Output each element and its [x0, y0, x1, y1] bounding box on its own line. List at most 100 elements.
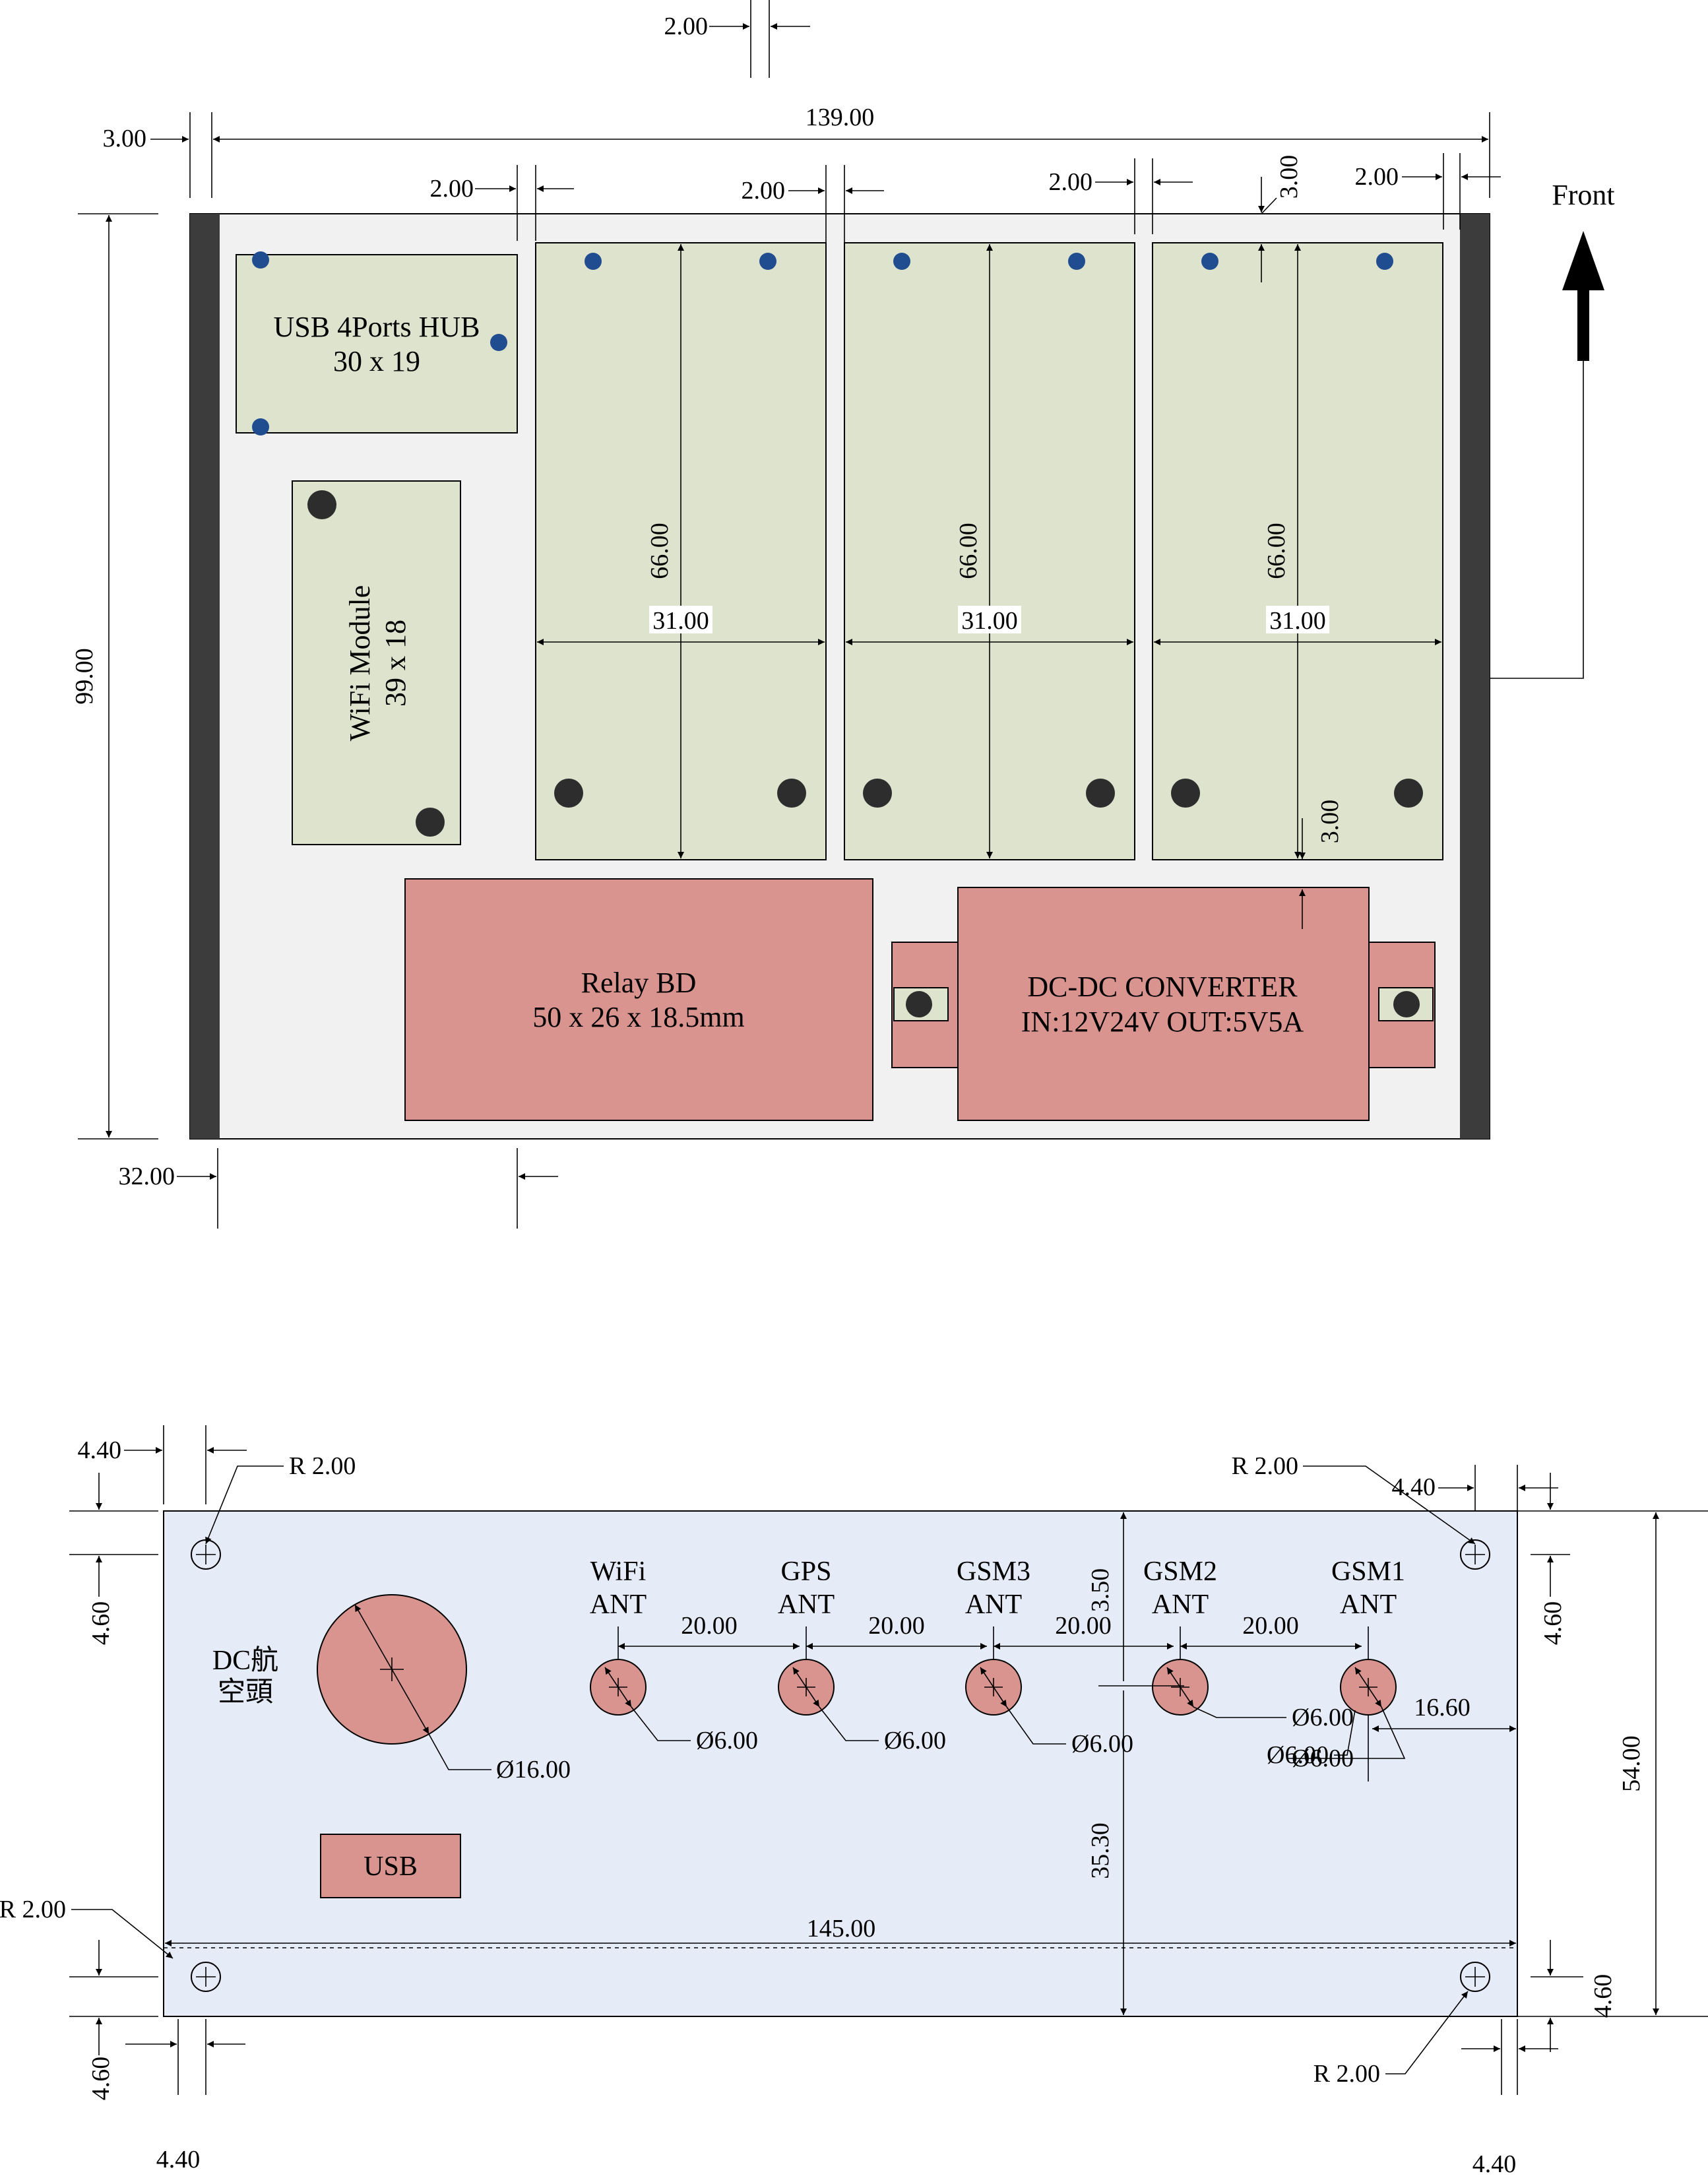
- right-rail: [1460, 214, 1490, 1139]
- antenna-label-line2: ANT: [965, 1590, 1022, 1620]
- dim-gap1: 2.00: [430, 175, 474, 203]
- dim-panel-height: 54.00: [1618, 1735, 1645, 1792]
- antenna-diameter: Ø6.00: [1292, 1745, 1354, 1772]
- gap-dims: 2.00 2.00 2.00 2.00: [430, 153, 1501, 693]
- antenna-diameter: Ø6.00: [696, 1727, 758, 1754]
- antenna-label-line1: WiFi: [590, 1557, 647, 1587]
- dim-hole-x-tr: 4.40: [1392, 1473, 1436, 1501]
- slot-hole-top: [1068, 253, 1085, 270]
- slot-hole-top: [759, 253, 776, 270]
- dim-hole-y-bl: 4.60: [87, 2057, 115, 2101]
- dcdc-label-line2: IN:12V24V OUT:5V5A: [1021, 1006, 1304, 1038]
- slot-width-dim: 31.00: [961, 607, 1018, 635]
- usb-hub-label-line2: 30 x 19: [333, 345, 420, 377]
- wifi-module-hole: [416, 808, 445, 837]
- mounting-hole: [191, 1962, 221, 1992]
- dim-radius-br: R 2.00: [1313, 2060, 1380, 2088]
- usb-hub-module: [236, 254, 518, 434]
- dim-bottom-offset: 3.00: [1316, 800, 1344, 844]
- usb-hub-hole: [490, 334, 507, 351]
- dim-hole-x-tl: 4.40: [78, 1436, 122, 1464]
- antenna-label-line1: GSM1: [1331, 1557, 1405, 1587]
- dim-hole-y-br: 4.60: [1589, 1974, 1617, 2018]
- antenna-label-line1: GSM2: [1143, 1557, 1217, 1587]
- usb-port-cutout: [320, 1834, 461, 1898]
- module-slots: 66.00 31.00 66.00 31.00 66.00 31.00: [535, 242, 1443, 860]
- dim-radius-tr: R 2.00: [1232, 1452, 1298, 1480]
- dcdc-hole: [906, 991, 932, 1017]
- slot-height-dim: 66.00: [1263, 523, 1290, 579]
- slot-hole-bottom: [863, 779, 892, 808]
- mounting-hole: [1460, 1962, 1490, 1992]
- dim-overall-width: 139.00: [806, 104, 875, 131]
- antenna-diameter: Ø6.00: [1292, 1704, 1354, 1731]
- dim-lower-offset: 35.30: [1087, 1822, 1114, 1879]
- slot-hole-top: [893, 253, 910, 270]
- dim-relay-offset: 32.00: [119, 1163, 175, 1190]
- dim-gap4: 2.00: [1355, 163, 1399, 191]
- antenna-label-line2: ANT: [590, 1590, 647, 1620]
- dc-connector-diameter: Ø16.00: [496, 1756, 571, 1783]
- slot-hole-top: [585, 253, 602, 270]
- slot-height-dim: 66.00: [955, 523, 982, 579]
- antenna-diameter: Ø6.00: [1071, 1730, 1133, 1758]
- dim-panel-width: 145.00: [807, 1915, 876, 1943]
- wifi-module-hole: [307, 490, 336, 519]
- antenna-label-line2: ANT: [778, 1590, 835, 1620]
- spacing-2: 20.00: [868, 1612, 925, 1640]
- front-indicator: Front: [1490, 179, 1615, 679]
- wifi-module-label-line2: 39 x 18: [379, 620, 412, 707]
- left-rail: [190, 214, 220, 1139]
- relay-label-line2: 50 x 26 x 18.5mm: [532, 1001, 744, 1033]
- module-slot-1: 66.00 31.00: [535, 242, 827, 860]
- spacing-3: 20.00: [1055, 1612, 1112, 1640]
- dim-gap2: 2.00: [742, 177, 786, 205]
- dcdc-label-line1: DC-DC CONVERTER: [1027, 971, 1298, 1003]
- slot-width-dim: 31.00: [1269, 607, 1326, 635]
- dcdc-hole: [1393, 991, 1420, 1017]
- antenna-label-line2: ANT: [1152, 1590, 1209, 1620]
- slot-width-dim: 31.00: [652, 607, 709, 635]
- antenna-label-line2: ANT: [1340, 1590, 1397, 1620]
- module-slot-3: 66.00 31.00: [1152, 242, 1443, 860]
- wifi-module: [292, 480, 461, 845]
- gsm1-extra-diameter: Ø6.00: [1267, 1741, 1329, 1769]
- slot-height-dim: 66.00: [646, 523, 674, 579]
- dim-top-offset: 3.00: [1275, 155, 1303, 199]
- relay-board: [404, 878, 873, 1121]
- slot-hole-top: [1376, 253, 1393, 270]
- dc-connector-label-line1: DC航: [212, 1645, 278, 1676]
- usb-hub-hole: [252, 418, 269, 435]
- wifi-module-label-line1: WiFi Module: [344, 585, 376, 742]
- dim-hole-x-bl: 4.40: [156, 2146, 201, 2173]
- relay-label-line1: Relay BD: [581, 967, 697, 999]
- antenna-label-line1: GSM3: [957, 1557, 1030, 1587]
- antenna-label-line1: GPS: [780, 1557, 831, 1587]
- spacing-1: 20.00: [681, 1612, 738, 1640]
- dim-left-margin: 3.00: [103, 125, 147, 152]
- slot-hole-bottom: [554, 779, 583, 808]
- dim-top-gap: 2.00: [664, 13, 709, 40]
- usb-port-label: USB: [364, 1851, 418, 1882]
- antenna-diameter: Ø6.00: [884, 1727, 946, 1754]
- slot-hole-bottom: [1394, 779, 1423, 808]
- dcdc-converter: [957, 887, 1370, 1121]
- top-view: USB 4Ports HUB 30 x 19 WiFi Module 39 x …: [71, 0, 1615, 1229]
- slot-hole-top: [1201, 253, 1218, 270]
- slot-hole-bottom: [777, 779, 806, 808]
- usb-hub-hole: [252, 251, 269, 269]
- antenna-spacing-dims: 20.00 20.00 20.00 20.00: [618, 1612, 1362, 1650]
- spacing-4: 20.00: [1242, 1612, 1299, 1640]
- dim-radius-bl: R 2.00: [0, 1896, 66, 1923]
- dim-right-offset: 16.60: [1414, 1694, 1471, 1721]
- dim-upper-offset: 3.50: [1087, 1568, 1114, 1613]
- usb-hub-label-line1: USB 4Ports HUB: [274, 311, 480, 343]
- dc-connector-label-line2: 空頭: [218, 1677, 273, 1708]
- dim-hole-y-tl: 4.60: [87, 1601, 115, 1646]
